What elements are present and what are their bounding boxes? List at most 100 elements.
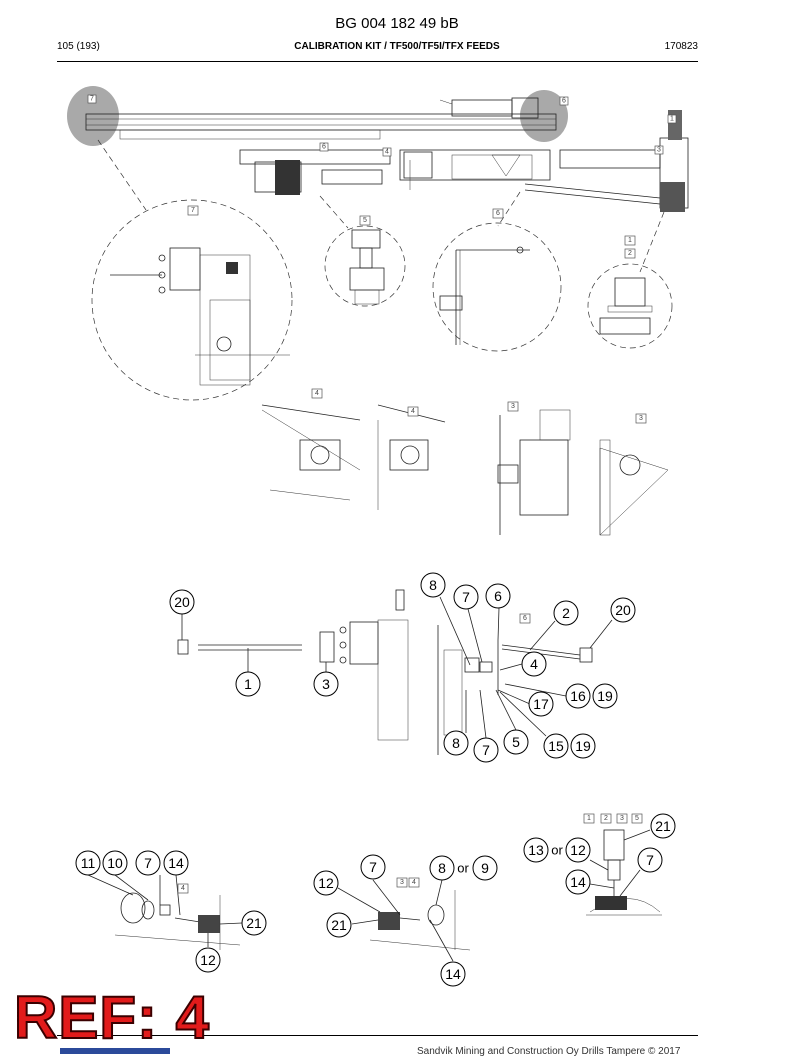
callout-19: 19: [570, 733, 596, 759]
callout-10: 10: [102, 850, 128, 876]
detail-view-1-2: [587, 263, 673, 349]
svg-text:16: 16: [570, 688, 586, 704]
detail-tag: 3: [396, 877, 408, 888]
detail-leader: [639, 211, 665, 273]
assembly-view-middle: [369, 890, 471, 951]
callout-5: 5: [503, 729, 529, 755]
feed-overview-drawing: [67, 86, 689, 212]
footer-copyright: Sandvik Mining and Construction Oy Drill…: [417, 1046, 681, 1057]
svg-text:3: 3: [322, 676, 330, 692]
svg-text:6: 6: [523, 615, 527, 622]
svg-text:21: 21: [331, 917, 347, 933]
svg-text:7: 7: [144, 855, 152, 871]
svg-text:5: 5: [512, 734, 520, 750]
svg-text:6: 6: [494, 588, 502, 604]
svg-text:1: 1: [244, 676, 252, 692]
detail-tag: 6: [492, 208, 504, 219]
svg-text:21: 21: [655, 818, 671, 834]
callout-12: 12: [195, 947, 221, 973]
svg-text:14: 14: [445, 966, 461, 982]
svg-text:21: 21: [246, 915, 262, 931]
document-number: BG 004 182 49 bB: [335, 15, 459, 32]
svg-text:3: 3: [620, 815, 624, 822]
callout-21: 21: [326, 912, 352, 938]
callout-2: 2: [553, 600, 579, 626]
svg-text:4: 4: [385, 149, 389, 156]
footer-rule: [57, 1035, 698, 1036]
svg-text:14: 14: [168, 855, 184, 871]
page-title: CALIBRATION KIT / TF500/TF5I/TFX FEEDS: [294, 41, 500, 52]
svg-text:8: 8: [452, 735, 460, 751]
callout-6: 6: [485, 583, 511, 609]
detail-tag: 3: [616, 813, 628, 824]
svg-text:4: 4: [181, 885, 185, 892]
svg-text:13: 13: [528, 842, 544, 858]
callout-14: 14: [163, 850, 189, 876]
svg-text:4: 4: [530, 656, 538, 672]
callout-20: 20: [610, 597, 636, 623]
svg-text:19: 19: [575, 738, 591, 754]
assembly-view-right: [586, 829, 662, 916]
callout-1: 1: [235, 671, 261, 697]
svg-text:19: 19: [597, 688, 613, 704]
detail-tag: 6: [559, 96, 569, 106]
sensor-assembly-exploded-drawing: [437, 625, 593, 755]
callout-leader-lines: [87, 596, 651, 962]
svg-text:6: 6: [562, 98, 566, 105]
svg-text:5: 5: [635, 815, 639, 822]
svg-text:17: 17: [533, 696, 549, 712]
detail-tag: 1: [667, 114, 677, 124]
detail-tag: 1: [624, 235, 636, 246]
date-code: 170823: [664, 41, 698, 52]
svg-text:12: 12: [570, 842, 586, 858]
calibration-rod-drawing: [177, 589, 409, 741]
svg-text:4: 4: [315, 390, 319, 397]
detail-tag: 7: [187, 205, 199, 216]
detail-leader: [497, 191, 521, 227]
svg-text:1: 1: [628, 237, 632, 244]
page-number: 105 (193): [57, 41, 100, 52]
svg-text:7: 7: [482, 742, 490, 758]
svg-text:2: 2: [562, 605, 570, 621]
detail-view-5: [324, 225, 406, 307]
callout-7: 7: [453, 584, 479, 610]
detail-tag: 7: [87, 94, 97, 104]
view-4-right: [377, 404, 446, 510]
detail-tag: 2: [600, 813, 612, 824]
callout-19: 19: [592, 683, 618, 709]
svg-text:6: 6: [496, 210, 500, 217]
svg-text:4: 4: [412, 879, 416, 886]
callout-7: 7: [360, 854, 386, 880]
or-label: or: [551, 843, 563, 858]
svg-text:4: 4: [411, 408, 415, 415]
callout-4: 4: [521, 651, 547, 677]
detail-leader: [97, 139, 147, 211]
svg-text:7: 7: [462, 589, 470, 605]
detail-tag: 4: [382, 147, 392, 157]
callout-7: 7: [135, 850, 161, 876]
callout-14: 14: [565, 869, 591, 895]
svg-text:20: 20: [174, 594, 190, 610]
svg-text:1: 1: [587, 815, 591, 822]
svg-text:7: 7: [90, 96, 94, 103]
detail-tag: 4: [311, 388, 323, 399]
callout-21: 21: [650, 813, 676, 839]
callout-15: 15: [543, 733, 569, 759]
detail-tag: 4: [407, 406, 419, 417]
callout-7: 7: [637, 847, 663, 873]
view-4-left: [261, 404, 361, 501]
callout-3: 3: [313, 671, 339, 697]
callout-20: 20: [169, 589, 195, 615]
callout-14: 14: [440, 961, 466, 987]
svg-text:6: 6: [322, 144, 326, 151]
svg-text:2: 2: [604, 815, 608, 822]
callout-12: 12: [565, 837, 591, 863]
detail-tag: 3: [635, 413, 647, 424]
svg-text:8: 8: [438, 860, 446, 876]
detail-tag: 1: [583, 813, 595, 824]
svg-text:11: 11: [81, 855, 96, 871]
detail-tag: 4: [408, 877, 420, 888]
ref-stamp: REF: 4: [13, 984, 211, 1051]
callout-21: 21: [241, 910, 267, 936]
